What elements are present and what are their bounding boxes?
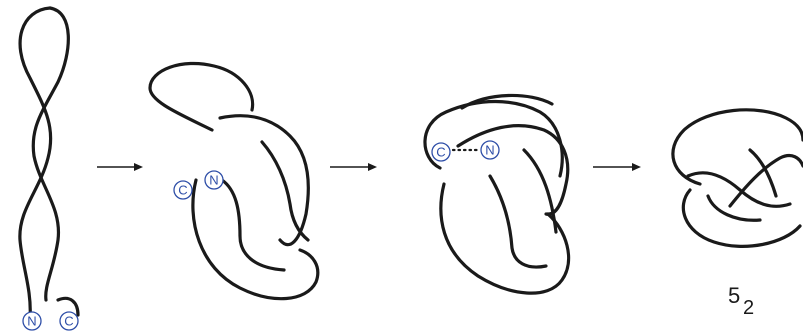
- knot3-right-strand: [524, 150, 556, 232]
- hairpin-strand-b: [33, 8, 68, 300]
- knot52-cross-b: [730, 156, 803, 206]
- tangle-top-loop: [150, 63, 253, 130]
- tangle-bottom-loop: [193, 180, 318, 299]
- stage-4-knot-5-2: 5 2: [673, 110, 803, 319]
- arrow-2: [330, 163, 377, 171]
- tangle-inner-cross: [262, 142, 308, 240]
- knot52-top-cross: [750, 150, 776, 196]
- knot-index-subscript: 2: [743, 297, 754, 319]
- stage-1-twisted-hairpin: N C: [20, 8, 78, 330]
- arrow-3: [593, 163, 641, 171]
- tangle-inner-n-strand: [222, 180, 284, 270]
- n-terminus-label: N: [209, 173, 218, 188]
- arrow-1: [97, 163, 143, 171]
- c-terminus-label: C: [436, 145, 445, 160]
- knot3-inner-strand: [490, 176, 546, 267]
- n-terminus-label: N: [27, 314, 36, 329]
- knot3-outer-loop: [425, 102, 562, 177]
- c-terminus-label: C: [64, 314, 73, 329]
- knot-number: 5: [728, 283, 740, 308]
- stage-2-loose-tangle: C N: [150, 63, 318, 298]
- stage-3-compact-knot: C N: [425, 95, 569, 293]
- n-terminus-label: N: [485, 143, 494, 158]
- c-terminus-label: C: [178, 183, 187, 198]
